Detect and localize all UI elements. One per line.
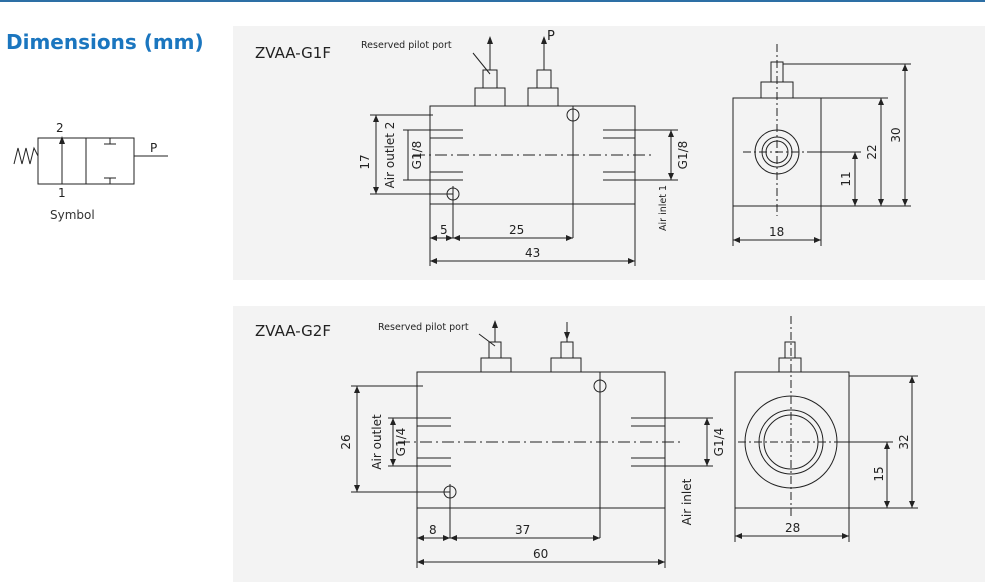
dim-pilot-offset: 8 xyxy=(429,523,437,537)
page-heading: Dimensions (mm) xyxy=(6,30,204,54)
outlet-thread-label: G1/8 xyxy=(410,141,424,170)
dim-width: 18 xyxy=(769,225,784,239)
air-inlet-label: Air inlet 1 xyxy=(658,185,669,231)
outlet-thread-label: G1/4 xyxy=(394,428,408,457)
dim-width: 28 xyxy=(785,521,800,535)
air-outlet-label: Air outlet 2 xyxy=(383,122,397,189)
dim-height: 17 xyxy=(358,154,372,169)
drawing-panel-g2f: ZVAA-G2F xyxy=(233,306,985,582)
reserved-pilot-port-label: Reserved pilot port xyxy=(361,40,452,51)
model-name: ZVAA-G1F xyxy=(255,44,331,62)
p-port-label: P xyxy=(547,29,555,44)
valve-body-front xyxy=(416,371,666,509)
drawing-panel-g1f: ZVAA-G1F xyxy=(233,26,985,280)
inlet-thread-label: G1/4 xyxy=(712,428,726,457)
dim-height: 26 xyxy=(339,434,353,449)
top-rule xyxy=(0,0,985,2)
dim-side-center: 15 xyxy=(872,466,886,481)
valve-symbol: 2 1 P xyxy=(0,100,220,240)
symbol-caption: Symbol xyxy=(50,208,95,222)
spring-icon xyxy=(13,146,39,165)
dim-side-total: 32 xyxy=(897,434,911,449)
symbol-port-1: 1 xyxy=(58,186,66,200)
dim-side-body: 22 xyxy=(865,144,879,159)
dim-length: 43 xyxy=(525,246,540,260)
symbol-port-p: P xyxy=(150,141,157,155)
dim-side-center: 11 xyxy=(839,171,853,186)
dim-length: 60 xyxy=(533,547,548,561)
symbol-port-2: 2 xyxy=(56,121,64,135)
flow-arrow-icon xyxy=(59,136,65,144)
dim-pilot-span: 25 xyxy=(509,223,524,237)
dim-side-total: 30 xyxy=(889,127,903,142)
reserved-pilot-port-label: Reserved pilot port xyxy=(378,322,469,333)
inlet-thread-label: G1/8 xyxy=(676,141,690,170)
dim-pilot-offset: 5 xyxy=(440,223,448,237)
dim-pilot-span: 37 xyxy=(515,523,530,537)
air-inlet-label: Air inlet xyxy=(680,478,694,525)
air-outlet-label: Air outlet xyxy=(370,414,384,470)
model-name: ZVAA-G2F xyxy=(255,322,331,340)
